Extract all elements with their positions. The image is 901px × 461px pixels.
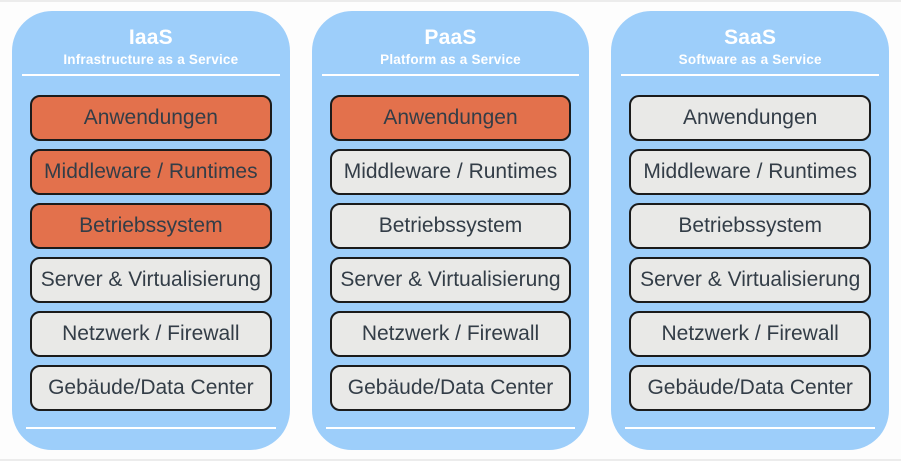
layer-server-virtualisierung: Server & Virtualisierung [329,257,572,304]
column-iaas: IaaS Infrastructure as a Service Anwendu… [12,11,290,450]
footer-divider [325,427,576,429]
column-title: SaaS [724,26,777,49]
layer-netzwerk-firewall: Netzwerk / Firewall [329,311,572,358]
column-title: IaaS [128,26,173,49]
layer-stack: Anwendungen Middleware / Runtimes Betrie… [12,76,290,412]
layer-betriebssystem: Betriebssystem [30,203,272,250]
layer-gebaeude-data-center: Gebäude/Data Center [629,365,872,412]
layer-stack: Anwendungen Middleware / Runtimes Betrie… [312,76,590,412]
layer-middleware-runtimes: Middleware / Runtimes [30,149,272,196]
layer-server-virtualisierung: Server & Virtualisierung [629,257,872,304]
layer-middleware-runtimes: Middleware / Runtimes [629,149,872,196]
column-subtitle: Infrastructure as a Service [63,52,239,68]
layer-betriebssystem: Betriebssystem [629,203,872,250]
layer-stack: Anwendungen Middleware / Runtimes Betrie… [611,76,889,412]
column-title: PaaS [424,26,477,49]
header-divider [321,74,580,77]
layer-anwendungen: Anwendungen [30,95,272,142]
header-divider [621,74,880,77]
layer-anwendungen: Anwendungen [329,95,572,142]
footer-divider [625,427,876,429]
footer-divider [26,427,276,429]
layer-middleware-runtimes: Middleware / Runtimes [329,149,572,196]
column-saas: SaaS Software as a Service Anwendungen M… [611,11,890,450]
column-subtitle: Platform as a Service [380,52,521,68]
layer-betriebssystem: Betriebssystem [329,203,572,250]
layer-anwendungen: Anwendungen [629,95,872,142]
layer-netzwerk-firewall: Netzwerk / Firewall [629,311,872,358]
column-subtitle: Software as a Service [678,52,822,68]
header-divider [22,74,280,77]
column-paas: PaaS Platform as a Service Anwendungen M… [311,11,590,450]
layer-gebaeude-data-center: Gebäude/Data Center [30,365,272,412]
layer-server-virtualisierung: Server & Virtualisierung [30,257,272,304]
layer-gebaeude-data-center: Gebäude/Data Center [329,365,572,412]
layer-netzwerk-firewall: Netzwerk / Firewall [30,311,272,358]
